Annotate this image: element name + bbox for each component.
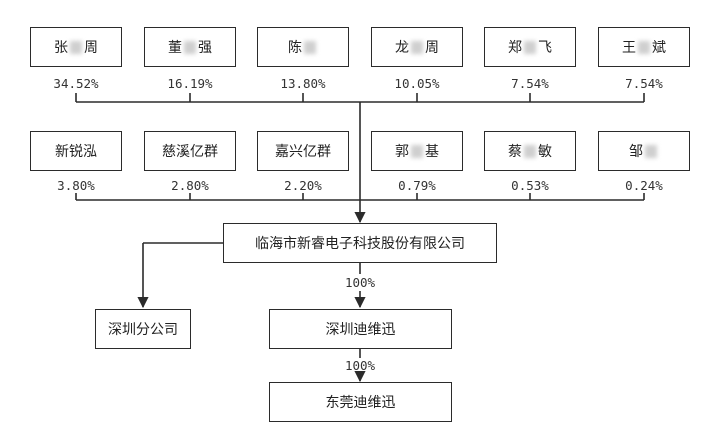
subsidiary-name: 深圳迪维迅	[325, 322, 396, 338]
shareholder-name-end: 斌	[652, 40, 666, 56]
shareholder-pct-1: 34.52%	[53, 76, 99, 91]
shareholder-pct-5: 7.54%	[511, 76, 549, 91]
subsidiary-pct: 100%	[344, 275, 376, 290]
shareholder-name: 蔡	[508, 144, 522, 160]
shareholder-name: 新锐泓	[55, 144, 97, 160]
shareholder-box-11: 蔡敏	[484, 131, 576, 171]
shareholder-name: 董	[168, 40, 182, 56]
redaction	[645, 144, 657, 158]
shareholder-name-end: 周	[84, 40, 98, 56]
shareholder-box-4: 龙周	[371, 27, 463, 67]
shareholder-name: 嘉兴亿群	[275, 144, 331, 160]
shareholder-pct-10: 0.79%	[398, 178, 436, 193]
redaction	[411, 144, 423, 158]
shareholder-box-6: 王斌	[598, 27, 690, 67]
shareholder-pct-7: 3.80%	[57, 178, 95, 193]
shareholder-name: 郭	[395, 144, 409, 160]
shareholder-box-5: 郑飞	[484, 27, 576, 67]
shareholder-name-end: 基	[425, 144, 439, 160]
shareholder-pct-12: 0.24%	[625, 178, 663, 193]
shareholder-box-1: 张周	[30, 27, 122, 67]
redaction	[304, 40, 316, 54]
shareholder-box-2: 董强	[144, 27, 236, 67]
branch-name: 深圳分公司	[108, 322, 178, 338]
shareholder-box-9: 嘉兴亿群	[257, 131, 349, 171]
shareholder-name: 龙	[395, 40, 409, 56]
shareholder-box-3: 陈	[257, 27, 349, 67]
company-box: 临海市新睿电子科技股份有限公司	[223, 223, 497, 263]
shareholder-name-end: 飞	[538, 40, 552, 56]
shareholder-pct-9: 2.20%	[284, 178, 322, 193]
redaction	[70, 40, 82, 54]
redaction	[411, 40, 423, 54]
sub-subsidiary-name: 东莞迪维迅	[325, 395, 396, 411]
shareholder-pct-8: 2.80%	[171, 178, 209, 193]
shareholder-name-end: 周	[425, 40, 439, 56]
sub-subsidiary-pct: 100%	[344, 358, 376, 373]
shareholder-name: 王	[622, 40, 636, 56]
subsidiary-box: 深圳迪维迅	[269, 309, 452, 349]
shareholder-pct-4: 10.05%	[394, 76, 440, 91]
redaction	[524, 40, 536, 54]
shareholder-name: 陈	[288, 40, 302, 56]
shareholder-name: 慈溪亿群	[162, 144, 218, 160]
shareholder-box-8: 慈溪亿群	[144, 131, 236, 171]
shareholder-box-12: 邹	[598, 131, 690, 171]
redaction	[524, 144, 536, 158]
shareholder-pct-3: 13.80%	[280, 76, 326, 91]
company-name: 临海市新睿电子科技股份有限公司	[255, 236, 465, 252]
shareholder-box-7: 新锐泓	[30, 131, 122, 171]
redaction	[638, 40, 650, 54]
shareholder-name-end: 敏	[538, 144, 552, 160]
shareholder-name: 郑	[508, 40, 522, 56]
shareholder-name: 邹	[629, 144, 643, 160]
sub-subsidiary-box: 东莞迪维迅	[269, 382, 452, 422]
shareholder-name-end: 强	[198, 40, 212, 56]
branch-box: 深圳分公司	[95, 309, 191, 349]
shareholder-name: 张	[54, 40, 68, 56]
shareholder-pct-6: 7.54%	[625, 76, 663, 91]
redaction	[184, 40, 196, 54]
shareholder-box-10: 郭基	[371, 131, 463, 171]
shareholder-pct-11: 0.53%	[511, 178, 549, 193]
shareholder-pct-2: 16.19%	[167, 76, 213, 91]
